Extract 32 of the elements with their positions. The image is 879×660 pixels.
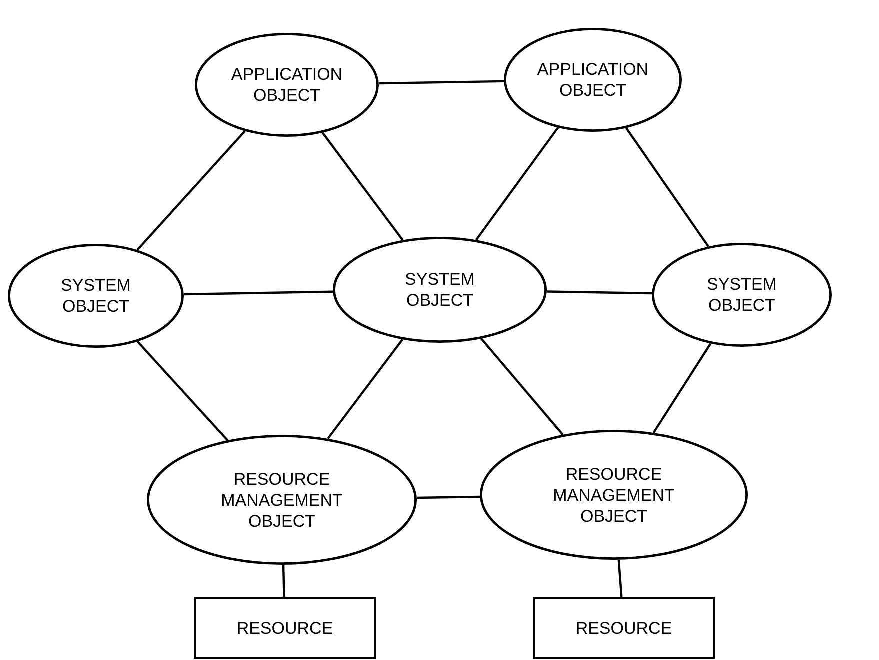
connector-line [652, 343, 712, 434]
connector-line [475, 127, 560, 241]
node-label: RESOURCE MANAGEMENT OBJECT [552, 464, 676, 526]
node-label: APPLICATION OBJECT [536, 59, 650, 101]
connector-line [322, 132, 404, 241]
ellipse-node [8, 244, 184, 348]
connector-line [546, 290, 652, 295]
connector-line [136, 341, 229, 442]
connector-line [136, 130, 246, 251]
connector-line [184, 290, 334, 296]
connector-line [480, 338, 564, 436]
connector-line [618, 560, 623, 598]
connector-line [327, 339, 404, 440]
node-label: SYSTEM OBJECT [706, 274, 778, 316]
ellipse-node [504, 28, 682, 132]
node-label: RESOURCE [576, 618, 672, 638]
rectangle-node [533, 597, 715, 659]
ellipse-node [147, 435, 417, 565]
connector-line [626, 128, 710, 248]
ellipse-node [333, 237, 547, 343]
node-label: RESOURCE MANAGEMENT OBJECT [220, 468, 344, 532]
node-label: SYSTEM OBJECT [404, 269, 476, 311]
connector-line [282, 564, 286, 598]
connector-line [378, 80, 504, 85]
connector-line [416, 496, 480, 500]
ellipse-node [195, 33, 379, 137]
ellipse-node [652, 243, 832, 347]
node-label: SYSTEM OBJECT [60, 275, 132, 317]
node-label: APPLICATION OBJECT [230, 64, 344, 106]
ellipse-node [480, 430, 748, 560]
node-label: RESOURCE [236, 618, 334, 638]
rectangle-node [194, 597, 376, 659]
